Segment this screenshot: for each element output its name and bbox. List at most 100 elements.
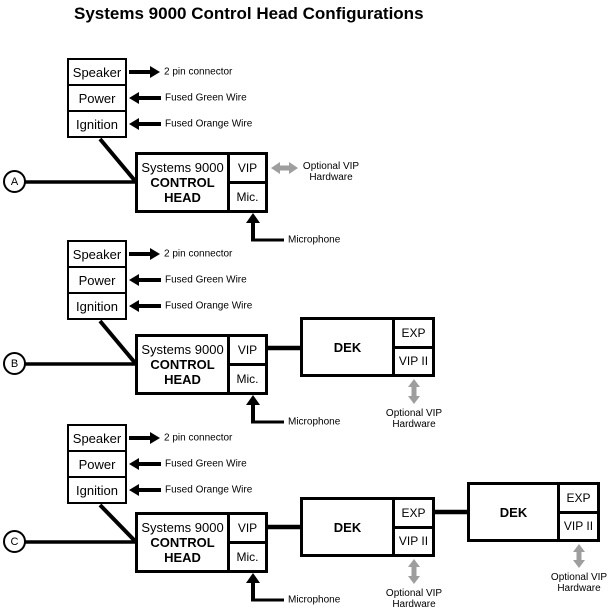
a-speaker-box: Speaker [67,58,127,86]
page-title: Systems 9000 Control Head Configurations [74,4,424,23]
c-dek2-port-divider [560,510,597,514]
b-orange-wire-label: Fused Orange Wire [165,300,253,312]
a-microphone-label: Microphone [288,234,341,246]
b-exp-port: EXP [401,325,426,340]
a-control-head-line2: CONTROL [150,175,215,190]
b-optional-vip-line2: Hardware [392,419,436,430]
c-mic-arrow-head-icon [246,573,260,583]
b-control-head-divider [227,337,230,392]
c-power-box: Power [67,450,127,478]
a-two-pin-arrow-head-icon [150,66,160,78]
c-control-head-title: Systems 9000 CONTROL HEAD [138,515,227,570]
c-green-wire-label: Fused Green Wire [165,458,247,470]
b-dek-box: DEK EXP VIP II [300,317,435,377]
b-control-head-line1: Systems 9000 [141,342,224,357]
b-config-circle: B [3,352,26,375]
c-dek1-ports: EXP VIP II [395,500,432,554]
a-control-head-ports: VIP Mic. [230,155,265,210]
a-optional-vip-label: Optional VIP Hardware [303,161,359,183]
c-dek2-vip2-port: VIP II [563,519,594,534]
b-optional-vip-double-arrow-icon [408,379,420,404]
b-ignition-diagonal-line [98,319,138,366]
a-control-head-box: Systems 9000 CONTROL HEAD VIP Mic. [135,152,268,213]
b-speaker-box: Speaker [67,240,127,268]
c-vip-port: VIP [237,521,258,535]
b-control-head-box: Systems 9000 CONTROL HEAD VIP Mic. [135,334,268,395]
c-mic-port: Mic. [236,550,259,564]
b-optional-vip-label: Optional VIP Hardware [386,408,442,430]
c-dek1-exp-port: EXP [401,505,426,520]
c-dek1-port-divider [395,525,432,529]
c-dek1-vip2-port: VIP II [398,534,429,549]
a-mic-arrow-head-icon [246,213,260,223]
c-dek2-optional-vip-label: Optional VIP Hardware [551,572,607,594]
a-two-pin-label: 2 pin connector [164,66,233,78]
c-green-wire-arrow-head-icon [129,458,139,470]
c-control-head-line2: CONTROL [150,535,215,550]
c-microphone-label: Microphone [288,594,341,606]
b-vip-port: VIP [237,343,258,357]
b-port-divider [230,363,265,366]
b-ignition-box: Ignition [67,292,127,320]
c-dek2-exp-port: EXP [566,490,591,505]
c-control-head-divider [227,515,230,570]
c-two-pin-arrow-head-icon [150,432,160,444]
a-config-circle: A [3,170,26,193]
a-orange-wire-label: Fused Orange Wire [165,118,253,130]
c-dek1-title: DEK [333,519,362,535]
c-control-head-ports: VIP Mic. [230,515,265,570]
c-control-head-line3: HEAD [164,550,201,565]
b-dek-port-divider [395,345,432,349]
b-orange-wire-arrow-head-icon [129,300,139,312]
a-port-divider [230,181,265,184]
c-port-divider [230,541,265,544]
a-control-head-line1: Systems 9000 [141,160,224,175]
a-green-wire-arrow-head-icon [129,92,139,104]
c-dek2-divider [557,485,560,539]
a-ignition-diagonal-line [98,137,138,184]
c-dek2-optional-vip-line2: Hardware [557,583,601,594]
c-orange-wire-arrow-head-icon [129,484,139,496]
c-dek1-optional-vip-label: Optional VIP Hardware [386,588,442,610]
c-dek1-optional-vip-line1: Optional VIP [385,588,443,599]
c-ignition-diagonal-line [98,503,138,544]
b-vip2-port: VIP II [398,354,429,369]
b-mic-port: Mic. [236,372,259,386]
b-green-wire-arrow-head-icon [129,274,139,286]
c-dek2-optional-vip-double-arrow-icon [573,544,585,568]
c-ignition-box: Ignition [67,476,127,504]
b-two-pin-arrow-head-icon [150,248,160,260]
b-dek-title: DEK [333,339,362,355]
a-control-head-title: Systems 9000 CONTROL HEAD [138,155,227,210]
c-dek2-box: DEK EXP VIP II [467,482,600,542]
b-optional-vip-line1: Optional VIP [385,408,443,419]
c-speaker-box: Speaker [67,424,127,452]
c-dek1-optional-vip-line2: Hardware [392,599,436,610]
c-dek2-title: DEK [499,504,528,520]
b-green-wire-label: Fused Green Wire [165,274,247,286]
a-control-head-line3: HEAD [164,190,201,205]
c-dek2-ports: EXP VIP II [560,485,597,539]
c-dek1-optional-vip-double-arrow-icon [408,559,420,584]
c-orange-wire-label: Fused Orange Wire [165,484,253,496]
b-control-head-line2: CONTROL [150,357,215,372]
b-microphone-label: Microphone [288,416,341,428]
c-config-circle: C [3,530,26,553]
b-dek-divider [392,320,395,374]
a-mic-port: Mic. [236,190,259,204]
a-control-head-divider [227,155,230,210]
a-green-wire-label: Fused Green Wire [165,92,247,104]
a-optional-vip-line2: Hardware [309,172,353,183]
a-power-box: Power [67,84,127,112]
c-two-pin-label: 2 pin connector [164,432,233,444]
b-control-head-ports: VIP Mic. [230,337,265,392]
a-ignition-box: Ignition [67,110,127,138]
b-control-head-line3: HEAD [164,372,201,387]
b-two-pin-label: 2 pin connector [164,248,233,260]
a-orange-wire-arrow-head-icon [129,118,139,130]
c-dek1-divider [392,500,395,554]
c-control-head-line1: Systems 9000 [141,520,224,535]
b-dek-ports: EXP VIP II [395,320,432,374]
